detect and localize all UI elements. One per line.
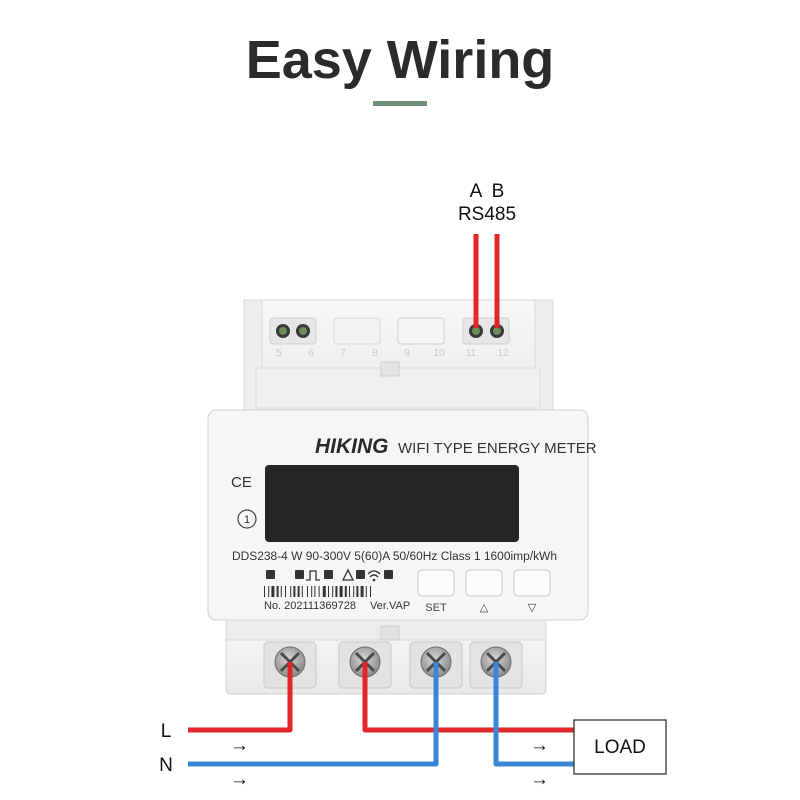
up-button[interactable] [465, 569, 503, 597]
pulse-led-icon [266, 570, 275, 579]
indicator-icons [266, 568, 393, 582]
top-terminal-number: 11 [466, 348, 477, 359]
class-mark-circle [237, 509, 257, 529]
set-button[interactable] [417, 569, 455, 597]
class-mark-number: 1 [244, 514, 250, 526]
load-box [573, 719, 667, 775]
down-button-label: ▽ [528, 602, 537, 614]
top-terminal-number: 9 [404, 348, 410, 359]
rs485-b-label: B [492, 181, 505, 202]
wires [188, 234, 574, 767]
energy-meter: 5 6 7 8 9 10 11 12 HIKING WIFI TYPE ENERGY METE… [207, 299, 597, 695]
rs485-bus-label: RS485 [458, 204, 516, 225]
serial-number: No. 202111369728 [264, 600, 356, 612]
line-out-wire [362, 662, 574, 733]
page-title: Easy Wiring [246, 30, 555, 90]
load-label: LOAD [594, 737, 646, 758]
top-terminal-9-10 [397, 317, 445, 345]
line-in-wire [188, 662, 293, 733]
top-terminal-number: 6 [308, 348, 314, 359]
barcode [264, 586, 371, 597]
top-terminal-number: 10 [433, 348, 445, 359]
top-terminal-number: 8 [372, 348, 378, 359]
arrow-icon: → [530, 769, 549, 790]
top-terminal-numbers: 5 6 7 8 9 10 11 12 [276, 348, 509, 359]
wifi-led-icon [384, 570, 393, 579]
warning-icon [341, 568, 355, 581]
top-terminal-number: 7 [340, 348, 346, 359]
ce-mark: CE [231, 474, 252, 491]
line-label: L [161, 721, 172, 742]
top-terminal-number: 5 [276, 348, 282, 359]
wifi-icon [367, 570, 381, 578]
set-button-label: SET [425, 602, 447, 614]
pulse-icon [306, 570, 320, 581]
arrow-icon: → [230, 769, 249, 790]
down-button[interactable] [513, 569, 551, 597]
brand-logo: HIKING [315, 435, 389, 458]
spec-line: DDS238-4 W 90-300V 5(60)A 50/60Hz Class … [232, 551, 557, 563]
rs485-a-label: A [470, 181, 483, 202]
model-name: WIFI TYPE ENERGY METER [398, 440, 597, 457]
up-button-label: △ [480, 602, 489, 614]
lcd-display [265, 465, 519, 542]
relay-led-icon [324, 570, 333, 579]
arrow-icon: → [530, 735, 549, 756]
top-terminal-11-12 [462, 317, 510, 345]
title-accent-bar [373, 101, 427, 106]
neutral-out-wire [493, 662, 574, 767]
top-terminal-5-6 [269, 317, 317, 345]
comm-led-icon [356, 570, 365, 579]
status-led-icon [295, 570, 304, 579]
top-terminal-number: 12 [497, 348, 509, 359]
neutral-label: N [159, 755, 173, 776]
firmware-version: Ver.VAP [370, 600, 410, 612]
top-terminal-7-8 [333, 317, 381, 345]
arrow-icon: → [230, 735, 249, 756]
neutral-in-wire [188, 662, 439, 767]
